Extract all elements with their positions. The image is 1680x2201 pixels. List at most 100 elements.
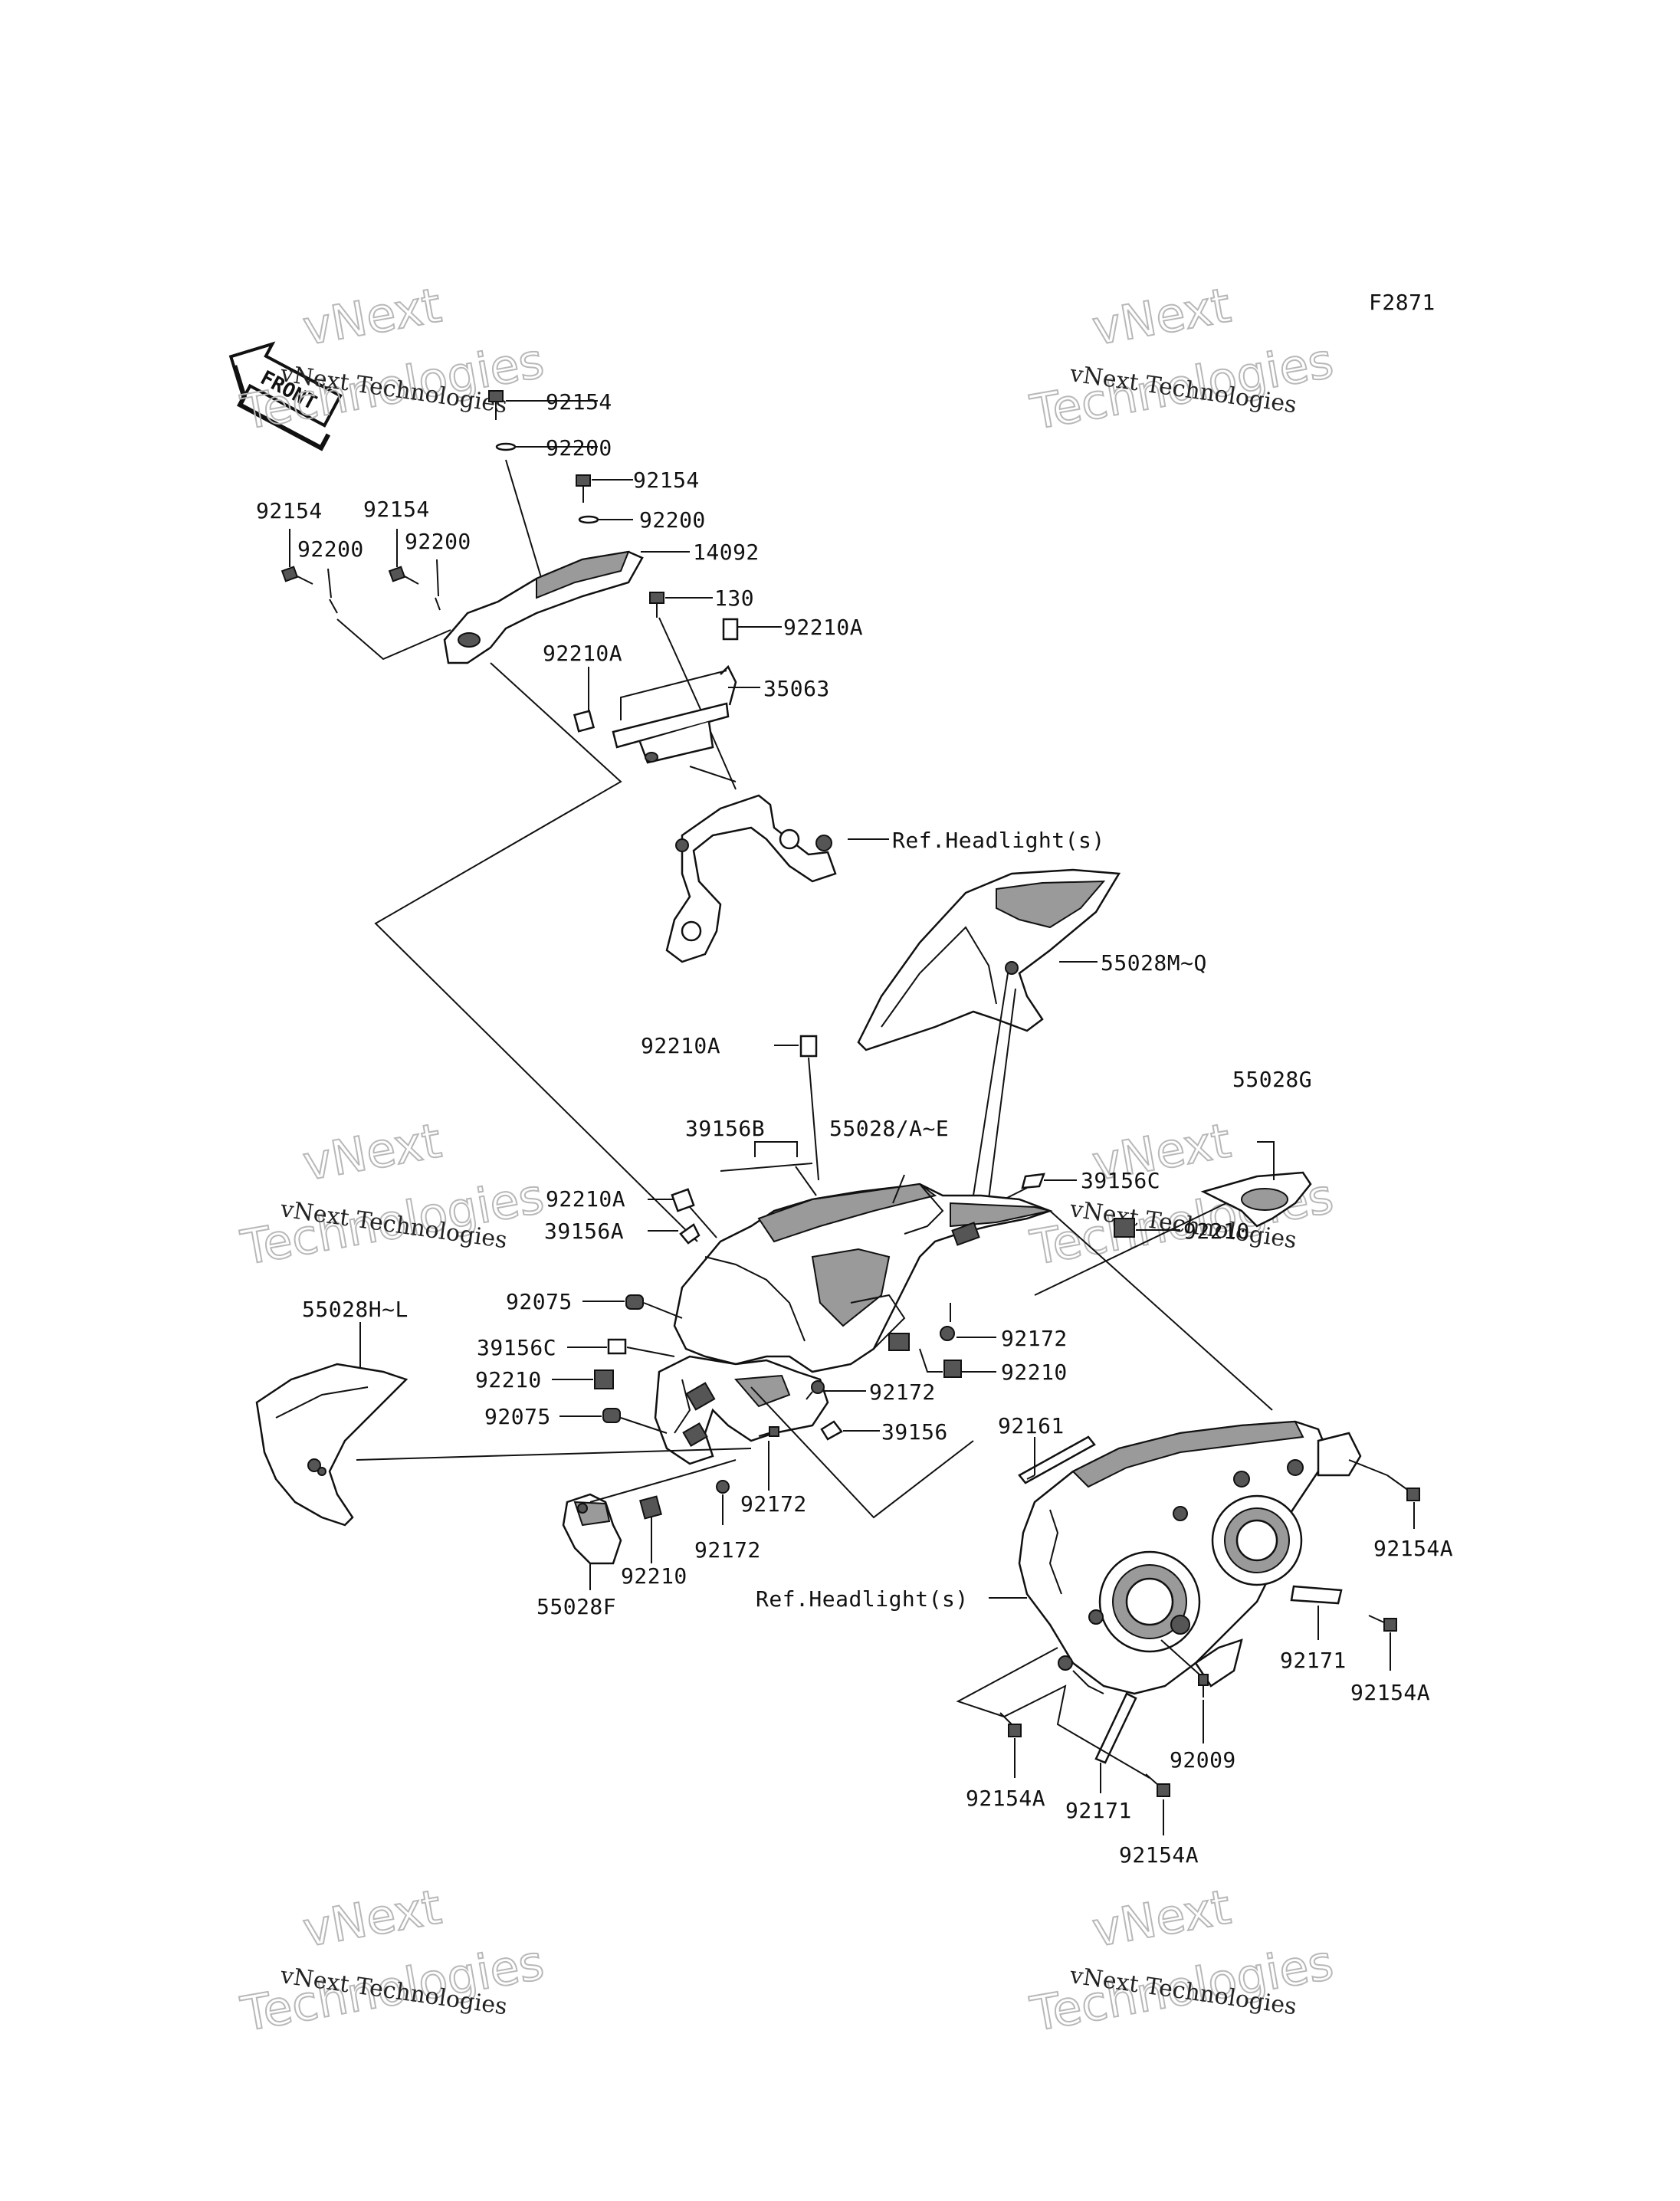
label-55028MQ: 55028M~Q (1101, 950, 1207, 976)
rivet-92172-center (806, 1380, 825, 1400)
rivet-92172-lowest (716, 1480, 730, 1494)
watermark-bottom-left: vNext Technologies vNext Technologies (236, 1878, 549, 2043)
screw-92172-lower (758, 1426, 779, 1437)
washer-92200-top (495, 442, 517, 451)
watermark-mid-left: vNext Technologies vNext Technologies (236, 1111, 549, 1277)
watermark-vnext: vNext (299, 277, 445, 356)
grommet-92210A-center (799, 1035, 818, 1058)
label-92009: 92009 (1170, 1747, 1236, 1773)
leader-line (892, 1174, 905, 1204)
leader-line (436, 559, 439, 597)
leader-line (973, 973, 1009, 1196)
leader-line (988, 988, 1016, 1200)
label-92210: 92210 (475, 1367, 542, 1392)
screw-92154A-right (1368, 1615, 1397, 1632)
grommet-92210A-left (573, 710, 596, 733)
watermark-top-left: vNext Technologies vNext Technologies (236, 276, 549, 441)
bracket-55028G (1200, 1171, 1312, 1228)
label-92154: 92154 (546, 389, 612, 415)
label-92154A: 92154A (966, 1786, 1045, 1811)
label-92200: 92200 (546, 435, 612, 461)
leader-line (626, 1347, 675, 1357)
watermark-bottom-right: vNext Technologies vNext Technologies (1025, 1878, 1338, 2043)
strap-92171-lower (1094, 1692, 1137, 1764)
label-92210: 92210 (621, 1563, 687, 1589)
tube-92161 (1018, 1435, 1096, 1484)
leader-line (374, 662, 698, 1242)
label-92210A: 92210A (546, 1186, 625, 1212)
leader-line (956, 1647, 1150, 1779)
side-panel-55028HL (255, 1363, 409, 1527)
leader-line (1257, 1141, 1275, 1180)
grommet-92210A-top (722, 618, 739, 641)
label-92154A: 92154A (1119, 1842, 1199, 1868)
trim-55028F (562, 1493, 622, 1565)
label-39156C: 39156C (477, 1335, 556, 1360)
label-92075: 92075 (506, 1289, 573, 1314)
screw-92009 (1160, 1639, 1209, 1697)
bracket-14092 (443, 550, 644, 664)
stay-bracket-35063 (612, 617, 837, 963)
grommet-92210A-lower (671, 1188, 695, 1212)
leader-line (620, 1417, 668, 1434)
watermark-top-right: vNext Technologies vNext Technologies (1025, 276, 1338, 441)
label-92172: 92172 (694, 1537, 761, 1563)
screw-92154A-lower-right (1145, 1773, 1170, 1797)
label-92172: 92172 (869, 1379, 936, 1405)
screw-92154A-top-right (1386, 1474, 1420, 1501)
screw-92154A-lower-left (999, 1712, 1022, 1737)
clip-39156 (820, 1420, 843, 1441)
nut-92210-left (594, 1369, 614, 1389)
label-92171: 92171 (1065, 1798, 1132, 1823)
label-92154A: 92154A (1373, 1536, 1453, 1561)
tape-39156B (720, 1163, 813, 1172)
label-39156A: 39156A (544, 1219, 624, 1244)
label-ref-headlight: Ref.Headlight(s) (756, 1586, 969, 1612)
pad-39156C-lower (607, 1338, 627, 1355)
label-92200: 92200 (297, 536, 364, 562)
label-92200: 92200 (405, 529, 471, 554)
leader-line (1034, 1202, 1227, 1296)
leader-line (689, 766, 737, 782)
label-92210: 92210 (1001, 1360, 1068, 1385)
label-55028F: 55028F (536, 1594, 616, 1619)
nut-92210-lowest (639, 1495, 662, 1520)
label-130: 130 (714, 586, 754, 611)
nut-92210-right-lower (943, 1360, 962, 1378)
leader-line (620, 670, 727, 720)
upper-cowl-55028MQ (857, 868, 1121, 1051)
leader-line (1348, 1459, 1388, 1476)
label-92172: 92172 (740, 1491, 807, 1517)
rivet-92172-right (940, 1326, 955, 1341)
label-92154: 92154 (363, 497, 430, 522)
label-92154: 92154 (256, 498, 323, 523)
pad-39156C-top (1021, 1173, 1045, 1189)
label-ref-headlight: Ref.Headlight(s) (892, 828, 1105, 853)
screw-92154-left (281, 566, 313, 585)
leader-line (689, 1206, 717, 1238)
washer-92200-mid (435, 597, 441, 611)
headlight-assembly (1018, 1420, 1362, 1695)
label-92161: 92161 (998, 1413, 1065, 1438)
watermark-vnext: vNext (1088, 1878, 1235, 1957)
leader-line (919, 1348, 943, 1373)
nut-92210-right-upper (1114, 1218, 1135, 1238)
inner-cowl-bracket (654, 1355, 829, 1465)
label-92154A: 92154A (1350, 1680, 1430, 1705)
leader-line (1049, 1210, 1273, 1411)
label-92075: 92075 (484, 1404, 551, 1429)
label-55028G: 55028G (1232, 1067, 1312, 1092)
label-92154: 92154 (633, 467, 700, 493)
screw-130 (649, 592, 664, 618)
label-92172: 92172 (1001, 1326, 1068, 1351)
label-39156B: 39156B (685, 1116, 765, 1141)
strap-92171-right (1290, 1585, 1343, 1605)
watermark-vnext: vNext (1088, 277, 1235, 356)
label-55028AE: 55028/A~E (829, 1116, 949, 1141)
label-92210A: 92210A (543, 641, 622, 666)
leader-line (327, 568, 332, 599)
label-92200: 92200 (639, 507, 706, 533)
screw-92154-second (576, 474, 591, 503)
label-92210A: 92210A (783, 615, 863, 640)
leader-line (336, 618, 451, 661)
